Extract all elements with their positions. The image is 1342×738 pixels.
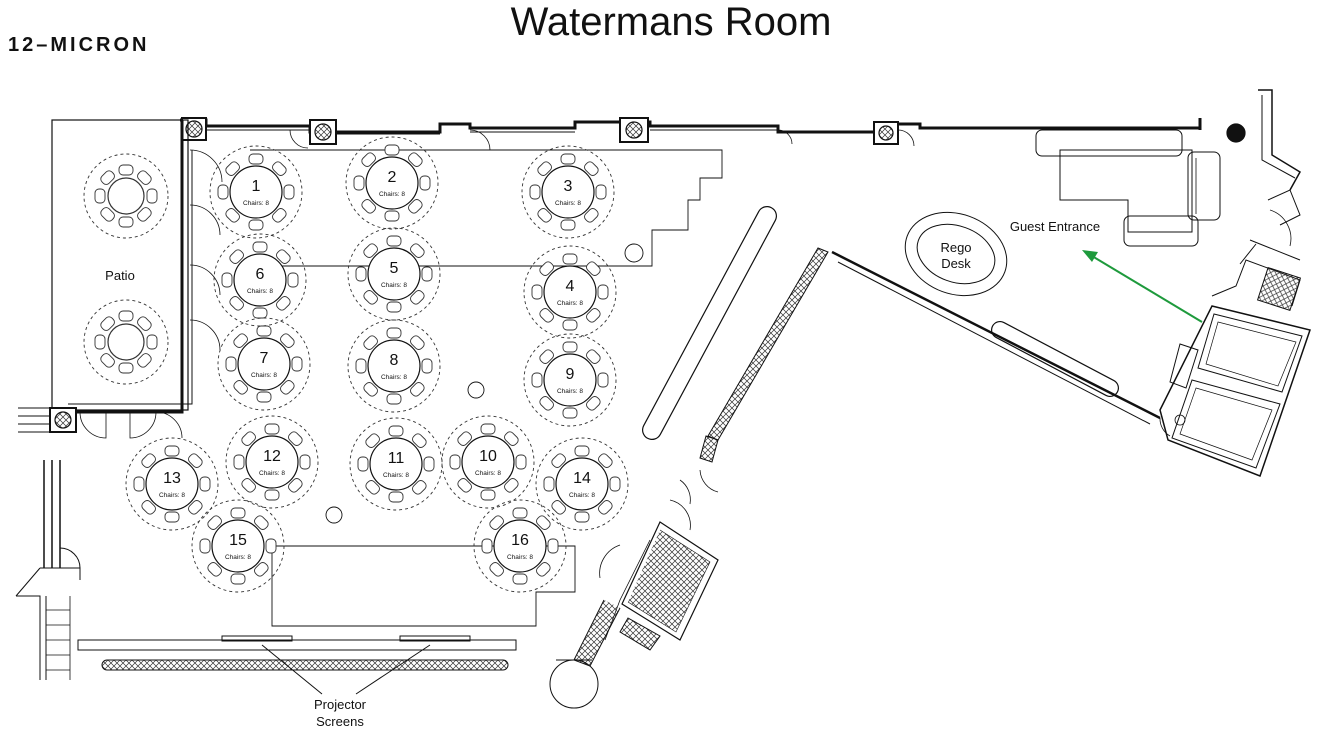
table-number: 1 [252, 178, 261, 195]
table-chairs-count: Chairs: 8 [251, 372, 277, 379]
rego-desk-label-line1: Rego [940, 240, 971, 255]
projector-screens-label-line2: Screens [316, 714, 364, 729]
table-chairs-count: Chairs: 8 [159, 492, 185, 499]
table-number: 13 [163, 470, 181, 487]
table-number: 10 [479, 448, 497, 465]
table-chairs-count: Chairs: 8 [225, 554, 251, 561]
table-chairs-count: Chairs: 8 [243, 200, 269, 207]
table-number: 14 [573, 470, 591, 487]
table-number: 12 [263, 448, 281, 465]
table-chairs-count: Chairs: 8 [557, 300, 583, 307]
table-number: 2 [388, 169, 397, 186]
table-chairs-count: Chairs: 8 [381, 374, 407, 381]
page-title: Watermans Room [510, 0, 832, 44]
table-chairs-count: Chairs: 8 [381, 282, 407, 289]
company-logo: 12–MICRON [8, 34, 150, 56]
table-number: 3 [564, 178, 573, 195]
walls [15, 89, 1311, 709]
guest-entrance-label: Guest Entrance [1010, 219, 1100, 234]
table-chairs-count: Chairs: 8 [379, 191, 405, 198]
table-chairs-count: Chairs: 8 [557, 388, 583, 395]
table-number: 4 [566, 278, 575, 295]
table-chairs-count: Chairs: 8 [475, 470, 501, 477]
patio-tables [83, 153, 169, 385]
table-number: 6 [256, 266, 265, 283]
table-number: 7 [260, 350, 269, 367]
projector-screens-label-line1: Projector [314, 697, 367, 712]
table-chairs-count: Chairs: 8 [383, 472, 409, 479]
table-chairs-count: Chairs: 8 [259, 470, 285, 477]
table-number: 16 [511, 532, 529, 549]
table-chairs-count: Chairs: 8 [569, 492, 595, 499]
patio-label: Patio [105, 268, 135, 283]
table-number: 8 [390, 352, 399, 369]
table-chairs-count: Chairs: 8 [555, 200, 581, 207]
rego-desk-label-line2: Desk [941, 256, 971, 271]
table-chairs-count: Chairs: 8 [247, 288, 273, 295]
table-number: 5 [390, 260, 399, 277]
table-number: 11 [388, 450, 405, 467]
table-chairs-count: Chairs: 8 [507, 554, 533, 561]
table-number: 9 [566, 366, 575, 383]
table-number: 15 [229, 532, 247, 549]
entrance-arrow-icon [1082, 250, 1203, 323]
